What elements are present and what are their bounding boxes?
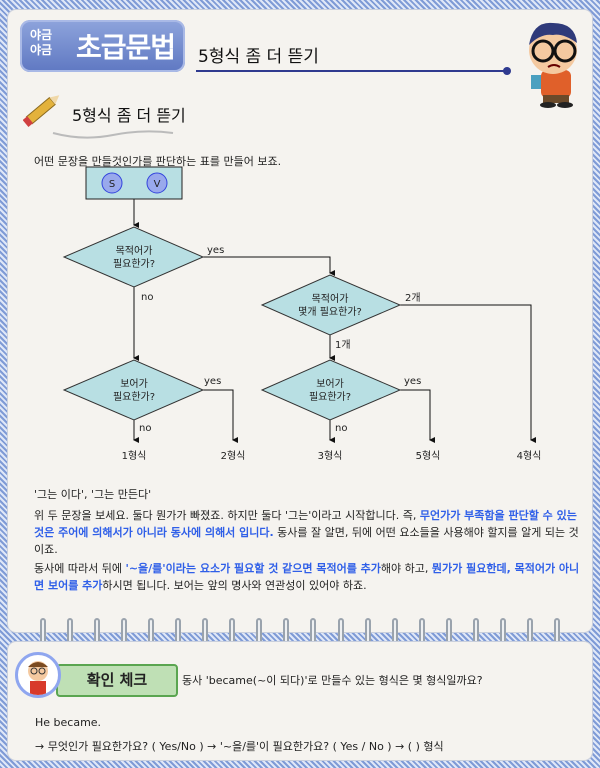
example-sentences: '그는 이다', '그는 만든다' [34,488,152,501]
text: 동사를 잘 알면, 뒤에 어떤 요소들을 사용해야 할지를 알게 되는 것이죠. [34,526,579,556]
subject-circle [101,172,123,194]
verb-label: V [154,179,161,190]
paragraph-2: 동사에 따라서 뒤에 '~을/를'이라는 요소가 필요할 것 같으면 목적어를 … [34,560,584,594]
text: 위 두 문장을 보세요. 둘다 뭔가가 빠졌죠. 하지만 둘다 '그는'이라고 … [34,509,420,522]
connector [400,304,536,443]
title-underline [196,70,508,72]
check-example: He became. [35,716,102,729]
subject-label: S [109,179,115,190]
connector [203,256,335,276]
check-steps: → 무엇인가 필요한가요? ( Yes/No ) → '~을/를'이 필요한가요… [35,740,444,753]
branch-label: no [139,423,151,434]
verb-circle [146,172,168,194]
title-underline-dot [503,67,511,75]
page-title: 5형식 좀 더 뜯기 [198,47,319,67]
pencil-icon [23,95,174,139]
intro-text: 어떤 문장을 만들것인가를 판단하는 표를 만들어 보죠. [34,155,282,168]
text: 동사에 따라서 뒤에 [34,562,126,575]
check-card: 확인 체크 동사 'became(~이 되다)'로 만들수 있는 형식은 몇 형… [8,642,592,760]
highlight-text: 뭔가가 필요한데, 목적어가 아니면 보어를 추가 [34,562,580,592]
decision-text: 목적어가 [116,245,153,257]
decision-text: 필요한가? [309,391,351,403]
section-title: 5형식 좀 더 뜯기 [72,106,186,125]
decision-object-count [260,274,402,336]
result-form-3: 3형식 [318,450,343,462]
check-question: 동사 'became(~이 되다)'로 만들수 있는 형식은 몇 형식일까요? [182,674,483,687]
student-avatar-icon [15,652,61,698]
decision-text: 필요한가? [113,391,155,403]
decision-text: 목적어가 [312,293,349,305]
decision-text: 필요한가? [113,258,155,270]
text: 해야 하고, [380,562,432,575]
start-box [85,166,183,200]
highlight-text: '~을/를'이라는 요소가 필요할 것 같으면 목적어를 추가 [125,562,381,575]
text: 하시면 됩니다. 보어는 앞의 명사와 연관성이 있어야 하죠. [102,579,367,592]
result-form-1: 1형식 [122,450,147,462]
branch-label: no [335,423,347,434]
mascot-icon [529,22,577,108]
branch-label: yes [404,376,421,387]
decision-complement-needed [260,359,402,421]
paragraph-1: 위 두 문장을 보세요. 둘다 뭔가가 빠졌죠. 하지만 둘다 '그는'이라고 … [34,507,584,558]
decision-text: 몇개 필요한가? [298,306,362,318]
branch-label: 1개 [335,339,351,351]
branch-label: no [141,292,153,303]
decision-flowchart: S V 목적어가 필요한가? 목적어가 몇개 필요한가? 보어가 필요한가? 보… [62,166,542,462]
branch-label: yes [204,376,221,387]
decision-text: 보어가 [316,378,344,390]
result-form-2: 2형식 [221,450,246,462]
branch-label: yes [207,245,224,256]
decision-text: 보어가 [120,378,148,390]
decision-complement-needed [62,359,205,421]
logo-text: 야금 [30,28,53,42]
result-form-4: 4형식 [517,450,542,462]
connector [203,389,238,443]
decision-object-needed [62,226,205,288]
logo-title: 초급문법 [76,31,176,64]
branch-label: 2개 [405,292,421,304]
logo-text: 야금 [30,43,53,57]
connector [400,389,435,443]
highlight-text: 무언가가 부족함을 판단할 수 있는 것은 주어에 의해서가 아니라 동사에 의… [34,509,577,539]
check-button[interactable]: 확인 체크 [56,664,178,697]
result-form-5: 5형식 [416,450,441,462]
